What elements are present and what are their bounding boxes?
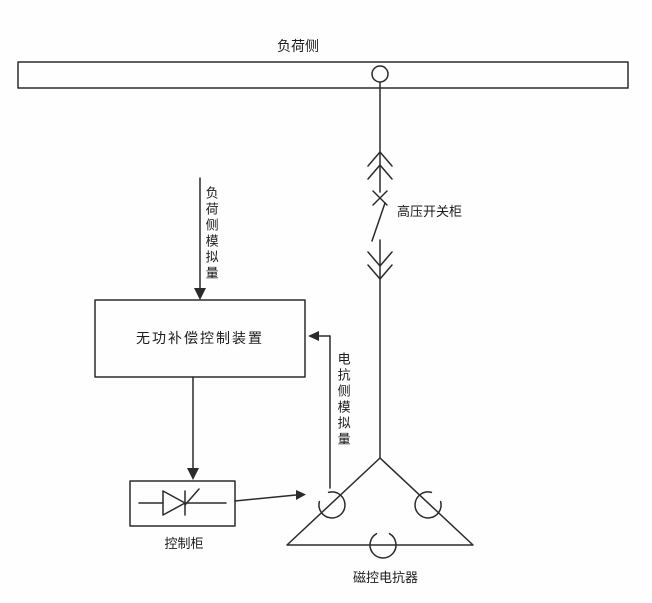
- switch-blade: [371, 202, 386, 242]
- load-signal-label: 负荷侧模拟量: [203, 186, 219, 282]
- reactor-signal-arrow: [308, 331, 331, 489]
- busbar-tap-node: [371, 65, 389, 83]
- reactor-symbol: [286, 457, 474, 559]
- bus-label: 负荷侧: [277, 38, 319, 54]
- load-signal-arrow: [194, 177, 206, 300]
- breaker-symbol: [367, 151, 393, 280]
- breaker-cross-icon: [372, 190, 388, 206]
- cabinet-to-reactor-arrow: [234, 490, 306, 502]
- busbar: [17, 61, 629, 89]
- winding-icon-left: [318, 491, 346, 519]
- arrowhead-down-icon: [194, 288, 206, 300]
- reactor-label: 磁控电抗器: [352, 570, 418, 585]
- cabinet-box: [129, 480, 236, 527]
- chevron-down-icon: [367, 264, 393, 280]
- controller-to-cabinet-arrow: [187, 376, 199, 480]
- winding-icon-bottom: [369, 532, 397, 559]
- arrowhead-right-icon: [296, 490, 306, 500]
- chevron-up-icon: [367, 164, 393, 180]
- cabinet-label: 控制柜: [164, 536, 204, 551]
- arrowhead-left-icon: [308, 331, 319, 341]
- controller-label: 无功补偿控制装置: [136, 330, 264, 347]
- thyristor-gate: [184, 488, 200, 506]
- switchgear-label: 高压开关柜: [397, 204, 463, 219]
- winding-icon-right: [414, 491, 442, 519]
- reactor-signal-label: 电抗侧模拟量: [335, 352, 351, 448]
- arrowhead-down-icon: [187, 468, 199, 480]
- thyristor-icon: [162, 490, 186, 516]
- chevron-up-icon: [367, 151, 393, 167]
- reactor-delta: [286, 457, 474, 546]
- chevron-down-icon: [367, 251, 393, 267]
- cabinet-symbol: [129, 480, 236, 527]
